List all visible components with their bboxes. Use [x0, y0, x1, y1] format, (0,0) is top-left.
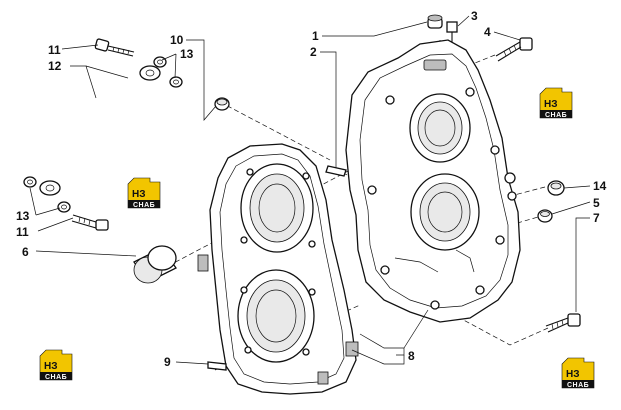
callout-5: 5: [593, 196, 600, 210]
bolt-11-top: [94, 38, 135, 57]
callout-11-bottom: 11: [16, 225, 29, 239]
plug-1: [427, 14, 443, 29]
bolt-11-bottom: [71, 214, 109, 231]
bolt-4: [495, 37, 533, 62]
watermark-word: СНАБ: [133, 202, 155, 209]
callout-4: 4: [484, 25, 491, 39]
callout-7: 7: [593, 211, 600, 225]
plug-5: [537, 209, 553, 223]
plug-14: [547, 180, 565, 196]
watermark-letters: НЗ: [132, 189, 146, 200]
watermark-logo-1: НЗ СНАБ: [539, 87, 573, 119]
callout-14: 14: [593, 179, 607, 193]
callout-2: 2: [310, 45, 317, 59]
breather-3: [446, 21, 458, 42]
callout-13-top: 13: [180, 47, 194, 61]
watermark-word: СНАБ: [45, 374, 67, 381]
watermark-logo-4: НЗ СНАБ: [561, 357, 595, 389]
callout-3: 3: [471, 9, 478, 23]
callout-1: 1: [312, 29, 319, 43]
cap-6: [133, 245, 177, 284]
dowel-9: [207, 361, 227, 371]
rear-cover: [345, 39, 521, 323]
callout-10: 10: [170, 33, 184, 47]
watermark-letters: НЗ: [44, 361, 58, 372]
callout-6: 6: [22, 245, 29, 259]
washers-13-bottom: [23, 176, 71, 213]
callout-12: 12: [48, 59, 62, 73]
dowel-2: [325, 165, 347, 177]
oil-pipe: [39, 65, 161, 196]
plug-10: [214, 97, 230, 111]
callouts: 1 2 3 4 5 6 7 8 9 10 11 11 12 13 13 14: [16, 9, 607, 369]
callout-9: 9: [164, 355, 171, 369]
front-cover: [197, 143, 359, 395]
callout-8: 8: [408, 349, 415, 363]
watermark-letters: НЗ: [566, 369, 580, 380]
bolt-7: [545, 313, 581, 333]
washers-13-top: [153, 56, 183, 88]
watermark-word: СНАБ: [567, 382, 589, 389]
callout-11-top: 11: [48, 43, 61, 57]
callout-13-bottom: 13: [16, 209, 30, 223]
watermark-letters: НЗ: [544, 99, 558, 110]
leader-lines: [29, 15, 591, 365]
watermark-logo-3: НЗ СНАБ: [39, 349, 73, 381]
watermark-word: СНАБ: [545, 112, 567, 119]
watermark-logo-2: НЗ СНАБ: [127, 177, 161, 209]
